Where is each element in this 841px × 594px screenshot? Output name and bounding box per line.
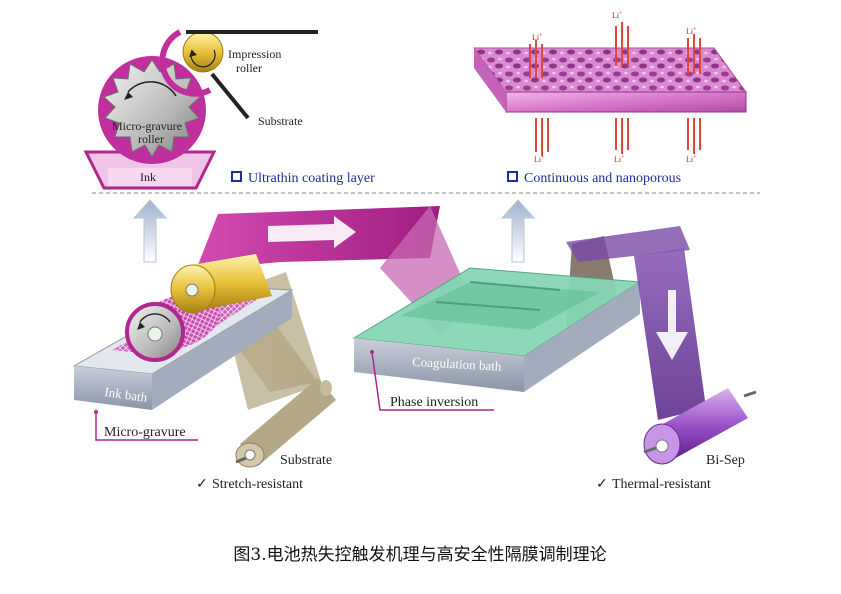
coagulation-bath: Coagulation bath [352,267,642,392]
membrane-top [473,47,747,93]
micro-gravure-roller-label-2: roller [138,132,164,146]
bi-sep-roll [643,388,757,465]
up-arrow-icon [500,199,536,263]
impression-roller [182,31,224,73]
membrane-inset: Li+ Li+ Li+ Li+ Li+ Li+ Continuous and n… [473,11,747,186]
li-ion-label-4: Li+ [534,155,545,164]
li-ion-arrows [529,22,701,156]
continuous-label: Continuous and nanoporous [524,171,681,186]
ink-bath-label: Ink bath [104,384,149,405]
micro-gravure-leader [95,412,198,441]
ink-pool [108,168,192,186]
li-ion-label-1: Li+ [532,33,543,42]
micro-gravure-roller-label-1: Micro-gravure [112,119,182,133]
flow-arrow-icon [268,216,356,248]
ultrathin-label: Ultrathin coating layer [248,171,375,186]
ink-label: Ink [140,170,156,184]
square-bullet-icon [507,171,518,182]
micro-gravure-label: Micro-gravure [104,425,186,440]
gravure-inset: Impression roller Micro-gravure roller S… [83,29,375,190]
li-ion-label-5: Li+ [614,155,625,164]
rotation-arrow-gear [127,81,177,97]
up-arrow-icon [132,199,168,263]
phase-inversion-leader [371,351,494,411]
impression-roller-label-2: roller [236,61,262,75]
down-arrow-icon [656,290,688,360]
bi-sep-label: Bi-Sep [706,453,745,468]
substrate-label-bottom: Substrate [280,453,332,468]
square-bullet-icon [231,171,242,182]
bi-sep-film [634,248,706,420]
main-impression-roller [170,254,272,314]
li-ion-label-2: Li+ [612,11,623,20]
li-ion-label-3: Li+ [686,27,697,36]
figure-caption: 图3.电池热失控触发机理与高安全性隔膜调制理论 [233,545,606,565]
thermal-resistant-label: Thermal-resistant [612,477,711,492]
impression-roller-label-1: Impression [228,47,281,61]
check-icon: ✓ [196,477,208,492]
membrane-front [505,91,747,113]
stretch-resistant-label: Stretch-resistant [212,477,303,492]
li-ion-label-6: Li+ [686,155,697,164]
check-icon: ✓ [596,477,608,492]
substrate-label-top: Substrate [258,114,303,128]
substrate-roll [235,378,336,468]
coagulation-bath-label: Coagulation bath [412,354,502,374]
phase-inversion-label: Phase inversion [390,395,478,410]
